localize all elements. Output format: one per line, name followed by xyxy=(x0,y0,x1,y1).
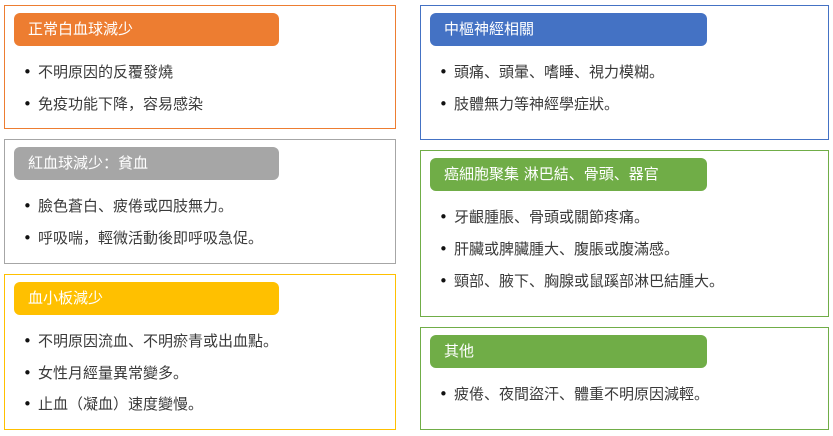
column-right: 中樞神經相關 頭痛、頭暈、嗜睡、視力模糊。 肢體無力等神經學症狀。 癌細胞聚集 … xyxy=(420,5,829,430)
card-cancer-cell-accumulation: 癌細胞聚集 淋巴結、骨頭、器官 牙齦腫脹、骨頭或關節疼痛。 肝臟或脾臟腫大、腹脹… xyxy=(420,150,829,317)
bullet-item: 臉色蒼白、疲倦或四肢無力。 xyxy=(21,197,387,216)
bullet-item: 頭痛、頭暈、嗜睡、視力模糊。 xyxy=(437,63,820,82)
bullet-item: 不明原因流血、不明瘀青或出血點。 xyxy=(21,332,387,351)
card-rbc-decrease-anemia: 紅血球減少：貧血 臉色蒼白、疲倦或四肢無力。 呼吸喘，輕微活動後即呼吸急促。 xyxy=(4,139,396,264)
bullet-list: 臉色蒼白、疲倦或四肢無力。 呼吸喘，輕微活動後即呼吸急促。 xyxy=(21,197,387,248)
bullet-item: 肢體無力等神經學症狀。 xyxy=(437,95,820,114)
bullet-item: 疲倦、夜間盜汗、體重不明原因減輕。 xyxy=(437,385,820,404)
card-normal-wbc-decrease: 正常白血球減少 不明原因的反覆發燒 免疫功能下降，容易感染 xyxy=(4,5,396,130)
bullet-list: 頭痛、頭暈、嗜睡、視力模糊。 肢體無力等神經學症狀。 xyxy=(437,63,820,114)
bullet-list: 不明原因的反覆發燒 免疫功能下降，容易感染 xyxy=(21,63,387,114)
card-title-normal-wbc-decrease: 正常白血球減少 xyxy=(14,13,280,46)
card-platelet-decrease: 血小板減少 不明原因流血、不明瘀青或出血點。 女性月經量異常變多。 止血（凝血）… xyxy=(4,273,396,431)
bullet-item: 牙齦腫脹、骨頭或關節疼痛。 xyxy=(437,208,820,227)
bullet-list: 不明原因流血、不明瘀青或出血點。 女性月經量異常變多。 止血（凝血）速度變慢。 xyxy=(21,332,387,414)
card-title-other-symptoms: 其他 xyxy=(430,334,707,368)
card-cns-related: 中樞神經相關 頭痛、頭暈、嗜睡、視力模糊。 肢體無力等神經學症狀。 xyxy=(420,5,829,140)
column-left: 正常白血球減少 不明原因的反覆發燒 免疫功能下降，容易感染 紅血球減少：貧血 臉… xyxy=(4,5,396,431)
card-title-platelet-decrease: 血小板減少 xyxy=(14,281,280,315)
bullet-item: 肝臟或脾臟腫大、腹脹或腹滿感。 xyxy=(437,240,820,259)
card-title-rbc-decrease-anemia: 紅血球減少：貧血 xyxy=(14,147,280,181)
bullet-list: 牙齦腫脹、骨頭或關節疼痛。 肝臟或脾臟腫大、腹脹或腹滿感。 頸部、腋下、胸腺或鼠… xyxy=(437,208,820,290)
bullet-item: 止血（凝血）速度變慢。 xyxy=(21,395,387,414)
bullet-list: 疲倦、夜間盜汗、體重不明原因減輕。 xyxy=(437,385,820,404)
bullet-item: 頸部、腋下、胸腺或鼠蹊部淋巴結腫大。 xyxy=(437,272,820,291)
card-other-symptoms: 其他 疲倦、夜間盜汗、體重不明原因減輕。 xyxy=(420,326,829,430)
bullet-item: 女性月經量異常變多。 xyxy=(21,364,387,383)
bullet-item: 不明原因的反覆發燒 xyxy=(21,63,387,82)
card-title-cancer-cell-accumulation: 癌細胞聚集 淋巴結、骨頭、器官 xyxy=(430,158,707,191)
card-title-cns-related: 中樞神經相關 xyxy=(430,13,707,46)
bullet-item: 免疫功能下降，容易感染 xyxy=(21,95,387,114)
bullet-item: 呼吸喘，輕微活動後即呼吸急促。 xyxy=(21,229,387,248)
